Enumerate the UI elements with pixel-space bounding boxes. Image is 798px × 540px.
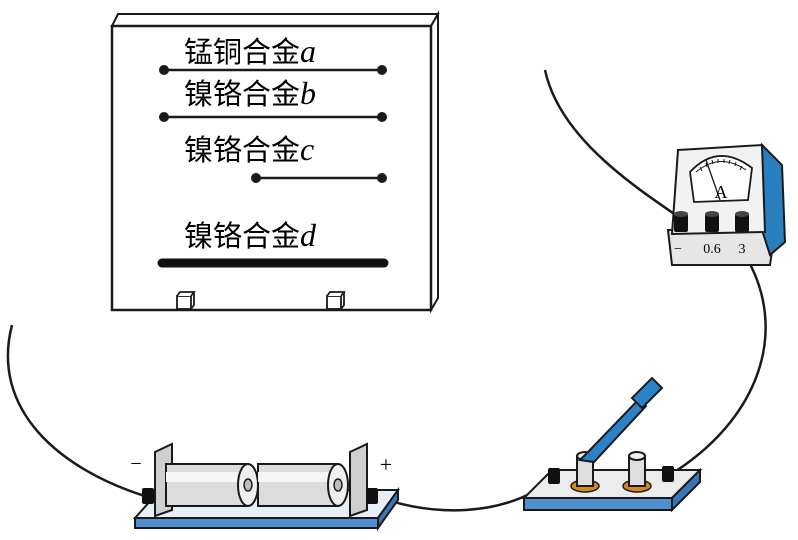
wire-a-terminal-right: [377, 65, 387, 75]
wire-switch-to-ammeter: [667, 254, 767, 478]
switch-handle[interactable]: [630, 376, 664, 410]
ammeter-terminal-3[interactable]: [735, 211, 749, 232]
battery-holder: − +: [130, 442, 400, 532]
wire-b-terminal-right: [377, 112, 387, 122]
ammeter-label-minus: −: [674, 242, 682, 257]
wire-b-label: 镍铬合金b: [184, 75, 316, 111]
wire-a-letter: a: [300, 33, 316, 69]
board-top-edge: [110, 13, 440, 27]
battery-end-plate-right: [349, 442, 368, 518]
ammeter-label-0-6: 0.6: [703, 242, 721, 257]
ammeter-base: [666, 229, 777, 266]
ammeter-side: [761, 142, 787, 257]
wire-b: 镍铬合金b: [159, 75, 387, 122]
battery-plus-sign: +: [380, 452, 392, 477]
ammeter-terminal-minus[interactable]: [674, 211, 688, 232]
wire-d-label: 镍铬合金d: [184, 217, 317, 253]
battery-base-side: [377, 486, 399, 532]
ammeter-terminal-0-6[interactable]: [705, 211, 719, 232]
resistance-wire-board: 锰铜合金a 镍铬合金b 镍铬合金c 镍铬合金d: [110, 10, 440, 314]
switch-jaw-post: [628, 451, 646, 487]
wire-c-label: 镍铬合金c: [184, 131, 314, 167]
battery-cell-right: [257, 463, 349, 507]
wire-a-material: 锰铜合金: [184, 36, 300, 69]
ammeter-symbol: A: [715, 182, 728, 202]
battery-cell-left: [165, 463, 259, 507]
switch-base-side: [671, 467, 701, 513]
ammeter-dial: [689, 155, 753, 203]
ammeter: A − 0.6 3: [666, 142, 787, 266]
switch-base-front: [523, 497, 673, 511]
wire-d-letter: d: [300, 217, 317, 253]
battery-terminal-negative[interactable]: [142, 488, 154, 504]
battery-base-front: [134, 517, 379, 529]
wire-b-terminal-left: [159, 112, 169, 122]
switch-terminal-left[interactable]: [548, 468, 560, 484]
wire-c: 镍铬合金c: [184, 131, 387, 183]
wire-c-letter: c: [300, 131, 314, 167]
wire-left-lead: [6, 324, 149, 499]
battery-minus-sign: −: [130, 453, 141, 475]
wire-a-label: 锰铜合金a: [184, 33, 316, 69]
ammeter-label-3: 3: [739, 242, 746, 257]
wire-d-material: 镍铬合金: [184, 220, 300, 253]
wire-c-terminal-right: [377, 173, 387, 183]
board-foot-right: [326, 291, 346, 310]
switch-terminal-right[interactable]: [662, 466, 674, 482]
ammeter-scale: [695, 159, 747, 173]
wire-a-terminal-left: [159, 65, 169, 75]
knife-switch[interactable]: [521, 376, 703, 513]
wire-c-terminal-left: [251, 173, 261, 183]
board-foot-left: [176, 291, 196, 310]
wire-ammeter-lead: [543, 69, 684, 222]
wire-b-material: 镍铬合金: [184, 78, 300, 111]
ammeter-needle: [705, 159, 721, 201]
wire-c-material: 镍铬合金: [184, 134, 300, 167]
battery-terminal-positive[interactable]: [366, 488, 378, 504]
wire-d: 镍铬合金d: [157, 217, 389, 268]
switch-blade[interactable]: [577, 376, 664, 464]
wire-b-letter: b: [300, 75, 316, 111]
wire-a: 锰铜合金a: [159, 33, 387, 75]
